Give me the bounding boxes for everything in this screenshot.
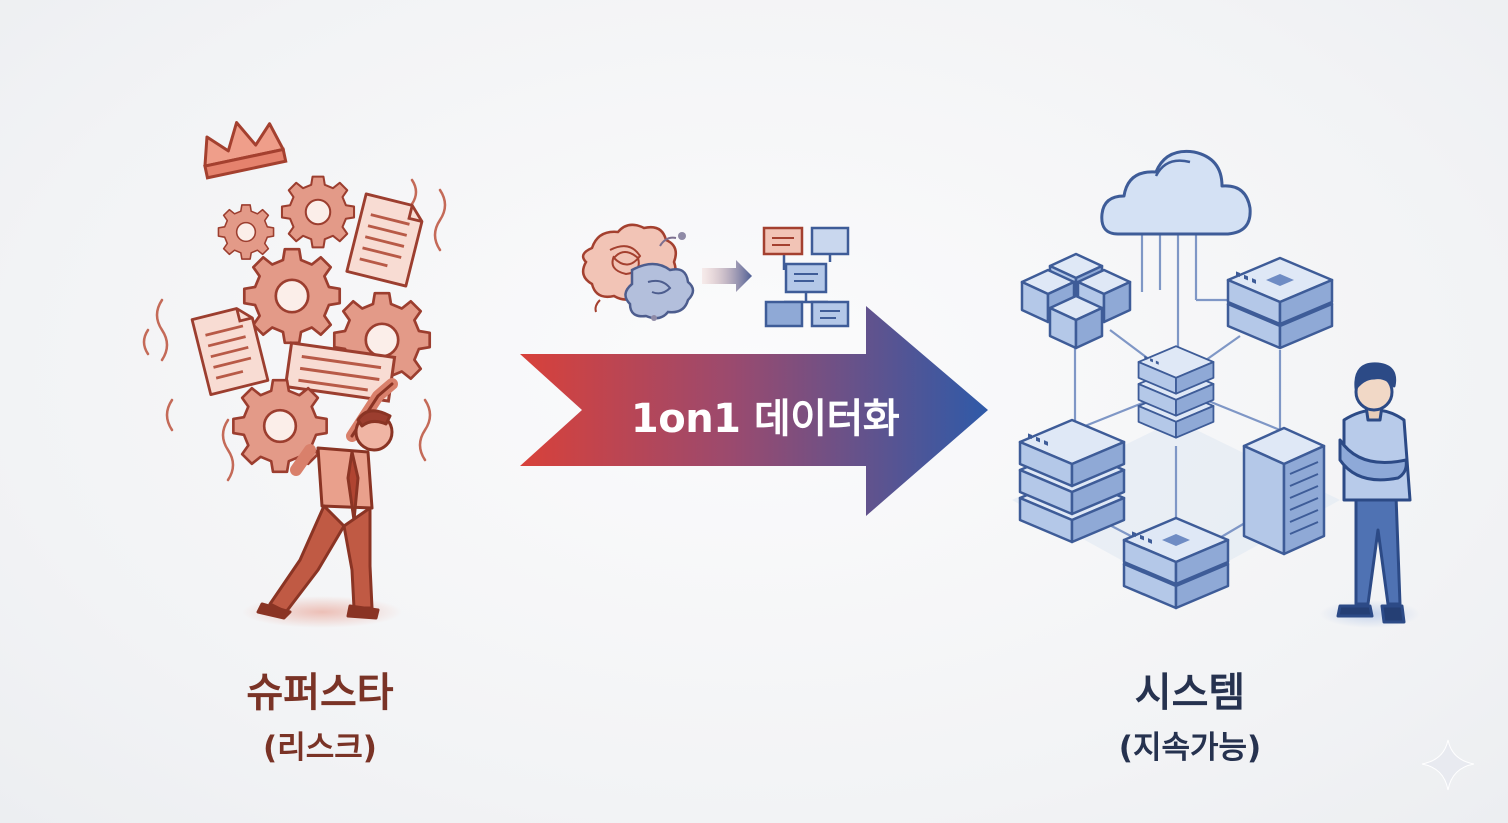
right-subtitle: (지속가능) [1118, 730, 1262, 766]
server-icon [1137, 345, 1215, 439]
document-icon [345, 192, 427, 288]
flowchart-icon [762, 226, 850, 328]
arrow-label: 1on1 데이터화 [630, 396, 900, 442]
right-caption: 시스템 (지속가능) [1040, 660, 1340, 767]
left-subtitle: (리스크) [263, 730, 377, 766]
server-icon [1226, 256, 1334, 350]
transition-arrow [520, 306, 988, 516]
stress-marks [142, 178, 447, 482]
cloud-icon [1100, 149, 1252, 236]
server-icon [1242, 426, 1326, 556]
tangled-brain-icon [581, 223, 695, 321]
sparkle-icon [1421, 739, 1475, 791]
document-icon [283, 341, 397, 403]
confident-person-icon [1336, 362, 1412, 624]
gear-icon [242, 247, 342, 345]
gear-icon [217, 204, 275, 260]
gear-icon [280, 175, 356, 249]
stressed-person-icon [256, 378, 398, 620]
left-caption: 슈퍼스타 (리스크) [170, 660, 470, 767]
small-arrow [702, 260, 752, 292]
right-title: 시스템 [1134, 670, 1246, 716]
network-lines [1073, 234, 1282, 547]
gear-icon [232, 378, 328, 474]
server-icon [1122, 516, 1230, 610]
crown-icon [203, 121, 288, 180]
server-icon [1018, 418, 1126, 544]
left-title: 슈퍼스타 [246, 670, 394, 716]
